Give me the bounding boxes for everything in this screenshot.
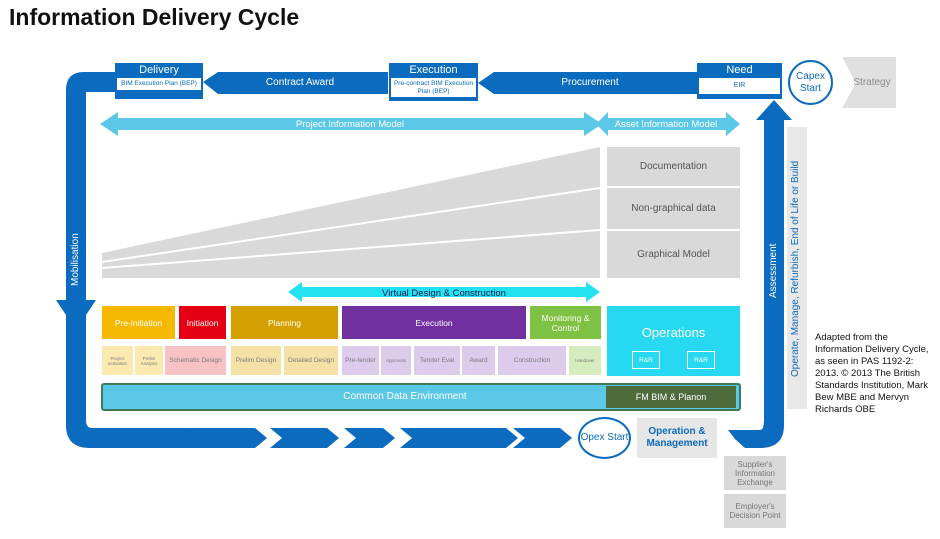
need-label: Need [726,64,753,76]
pim-label: Project Information Model [295,119,405,130]
task-schematic-design: Schematic Design [165,346,226,375]
legend-supplier-exchange: Supplier's Information Exchange [724,456,786,490]
delivery-sub: BIM Execution Plan (BEP) [117,78,201,90]
bottom-right-curve [728,100,792,448]
aim-arrow [596,112,740,136]
chevron-5 [400,428,518,448]
execution-label: Execution [409,64,458,76]
procurement-arrow [478,72,697,94]
aim-label: Asset Information Model [614,119,718,130]
task-prelim-analysis: Prelim Analysis [135,346,163,375]
vdc-arrow [288,282,600,302]
phase-execution: Execution [342,306,526,339]
task-detailed-design: Detailed Design [284,346,338,375]
bottom-left-curve [66,405,150,448]
execution-box: Execution Pre-contract BIM Execution Pla… [389,63,478,101]
opex-start-circle: Opex Start [578,417,631,459]
task-pre-tender: Pre-tender [342,346,379,375]
assessment-label: Assessment [768,243,779,298]
documentation-box: Documentation [607,147,740,186]
side-grey-bar [787,127,807,409]
contract-award-label: Contract Award [265,77,335,88]
task-construction: Construction [498,346,566,375]
need-box: Need EIR [697,63,782,99]
cde-label: Common Data Environment [343,391,467,402]
need-sub: EIR [699,78,780,94]
execution-sub: Pre-contract BIM Execution Plan (BEP) [391,78,476,97]
phase-operations: Operations [607,306,740,376]
task-rr-2: R&R [687,351,715,369]
graphical-model-box: Graphical Model [607,231,740,278]
mobilisation-arrow [56,72,115,330]
task-rr-1: R&R [632,351,660,369]
phase-pre-initiation: Pre-initiation [102,306,175,339]
delivery-label: Delivery [139,64,179,76]
mobilisation-label: Mobilisation [70,233,81,286]
non-graphical-box: Non-graphical data [607,188,740,229]
side-vertical-label: Operate, Manage, Refurbish, End of Life … [790,160,801,377]
mobilisation-bar [66,300,86,410]
task-approvals: Approvals [381,346,411,375]
strategy-label: Strategy [853,77,891,88]
phase-planning: Planning [231,306,338,339]
task-handover: Handover [569,346,601,375]
pim-arrow [100,112,602,136]
chevron-3 [270,428,339,448]
task-project-activation: Project activation [102,346,133,375]
capex-start-circle: Capex Start [788,60,833,105]
strategy-arrow [842,57,896,108]
task-prelim-design: Prelim Design [231,346,281,375]
information-wedge [102,147,600,278]
delivery-box: Delivery BIM Execution Plan (BEP) [115,63,203,99]
legend-employer-decision: Employer's Decision Point [724,494,786,528]
attribution-note: Adapted from the Information Delivery Cy… [815,332,929,415]
contract-award-arrow [203,72,388,94]
task-award: Award [462,346,495,375]
chevron-2 [183,428,267,448]
phase-monitoring: Monitoring & Control [530,306,601,339]
task-tender-eval: Tender Eval [414,346,460,375]
procurement-label: Procurement [561,77,619,88]
chevron-6 [513,428,572,448]
fm-bim-box: FM BIM & Planon [606,386,736,408]
operation-management-box: Operation & Management [637,418,717,458]
chevron-4 [344,428,395,448]
phase-initiation: Initiation [179,306,226,339]
vdc-label: Virtual Design & Construction [382,288,506,299]
page-title: Information Delivery Cycle [9,4,300,30]
